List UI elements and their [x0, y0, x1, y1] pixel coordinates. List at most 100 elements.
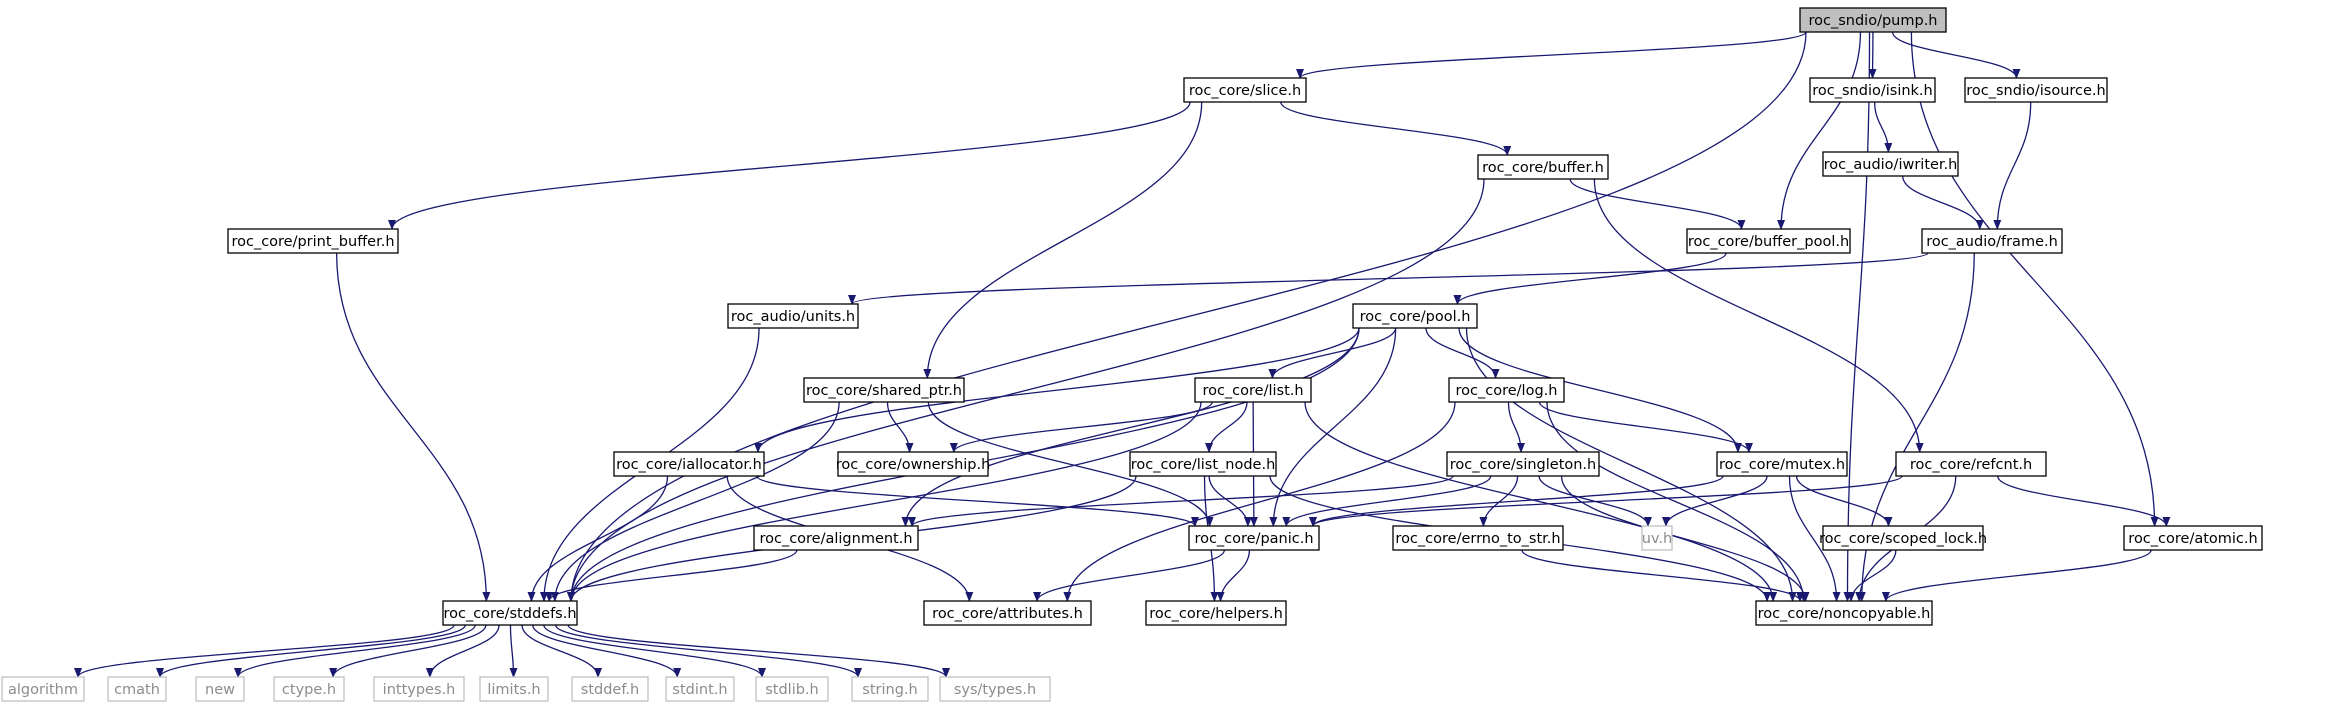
node-box: [442, 600, 578, 626]
node-mutex[interactable]: roc_core/mutex.h: [1716, 451, 1848, 477]
node-box: [613, 451, 765, 477]
edge-list-to-noncopyable: [1304, 401, 1778, 602]
node-label: roc_core/refcnt.h: [1910, 457, 2032, 473]
node-label: string.h: [862, 682, 917, 698]
edge-pump-to-buffer_pool: [1777, 31, 1862, 230]
edge-stddefs-to-systypes: [567, 624, 950, 678]
node-refcnt[interactable]: roc_core/refcnt.h: [1895, 451, 2047, 477]
node-list[interactable]: roc_core/list.h: [1194, 377, 1312, 403]
node-atomic[interactable]: roc_core/atomic.h: [2123, 525, 2263, 551]
node-box: [1448, 377, 1565, 403]
edge-singleton-to-panic: [1282, 475, 1492, 527]
node-stdlib: stdlib.h: [755, 676, 829, 702]
node-box: [1686, 228, 1851, 254]
edge-pool-to-list: [1268, 327, 1397, 379]
node-stddef: stddef.h: [571, 676, 649, 702]
node-panic[interactable]: roc_core/panic.h: [1188, 525, 1320, 551]
node-label: roc_core/shared_ptr.h: [806, 383, 962, 399]
edge-pool-to-panic: [1269, 327, 1397, 527]
edge-log-to-mutex: [1538, 401, 1753, 453]
node-label: cmath: [114, 682, 160, 698]
node-stdint: stdint.h: [665, 676, 735, 702]
node-label: ctype.h: [282, 682, 336, 698]
node-box: [571, 676, 649, 702]
edge-log-to-noncopyable: [1546, 401, 1808, 602]
node-box: [727, 303, 859, 329]
edge-singleton-to-errno_to_str: [1479, 475, 1519, 527]
node-alignment[interactable]: roc_core/alignment.h: [753, 525, 919, 551]
node-attributes[interactable]: roc_core/attributes.h: [923, 600, 1092, 626]
edge-panic-to-helpers: [1216, 549, 1251, 602]
node-buffer[interactable]: roc_core/buffer.h: [1477, 154, 1609, 180]
node-isink[interactable]: roc_sndio/isink.h: [1809, 77, 1936, 103]
node-label: roc_sndio/isource.h: [1966, 83, 2105, 99]
node-label: roc_core/log.h: [1456, 383, 1558, 399]
edge-shared_ptr-to-ownership: [886, 401, 914, 453]
edge-refcnt-to-atomic: [1996, 475, 2171, 527]
node-label: inttypes.h: [383, 682, 456, 698]
edge-pump-to-isource: [1891, 31, 2021, 79]
node-box: [1641, 525, 1673, 551]
edge-print_buffer-to-stddefs: [335, 252, 491, 602]
node-label: roc_core/errno_to_str.h: [1395, 531, 1560, 547]
node-shared-ptr[interactable]: roc_core/shared_ptr.h: [803, 377, 965, 403]
edge-mutex-to-noncopyable: [1788, 475, 1841, 602]
node-iwriter[interactable]: roc_audio/iwriter.h: [1822, 151, 1959, 177]
edge-iallocator-to-panic: [756, 475, 1199, 527]
node-stddefs[interactable]: roc_core/stddefs.h: [442, 600, 578, 626]
node-slice[interactable]: roc_core/slice.h: [1183, 77, 1307, 103]
node-label: sys/types.h: [954, 682, 1036, 698]
node-label: roc_core/attributes.h: [932, 606, 1083, 622]
node-systypes: sys/types.h: [939, 676, 1051, 702]
edge-slice-to-buffer: [1280, 101, 1512, 156]
node-print-buffer[interactable]: roc_core/print_buffer.h: [227, 228, 399, 254]
node-log[interactable]: roc_core/log.h: [1448, 377, 1565, 403]
node-box: [753, 525, 919, 551]
node-pump[interactable]: roc_sndio/pump.h: [1799, 7, 1947, 33]
edge-stddefs-to-new: [234, 624, 476, 678]
edge-iallocator-to-stddefs: [527, 475, 669, 602]
edge-atomic-to-noncopyable: [1881, 549, 2152, 602]
node-iallocator[interactable]: roc_core/iallocator.h: [613, 451, 765, 477]
node-label: roc_core/pool.h: [1360, 309, 1471, 325]
node-isource[interactable]: roc_sndio/isource.h: [1964, 77, 2108, 103]
edge-stddefs-to-ctype: [329, 624, 487, 678]
node-label: roc_core/iallocator.h: [616, 457, 762, 473]
node-label: roc_core/mutex.h: [1719, 457, 1845, 473]
node-label: roc_core/stddefs.h: [443, 606, 576, 622]
node-frame[interactable]: roc_audio/frame.h: [1921, 228, 2063, 254]
node-label: roc_core/print_buffer.h: [231, 234, 394, 250]
node-helpers[interactable]: roc_core/helpers.h: [1145, 600, 1287, 626]
edge-pool-to-log: [1425, 327, 1500, 379]
node-box: [1799, 7, 1947, 33]
node-label: algorithm: [8, 682, 78, 698]
node-box: [195, 676, 245, 702]
node-box: [1921, 228, 2063, 254]
node-box: [1446, 451, 1600, 477]
edge-shared_ptr-to-stddefs: [550, 401, 840, 602]
node-box: [2123, 525, 2263, 551]
node-cmath: cmath: [107, 676, 167, 702]
node-box: [1822, 525, 1984, 551]
node-pool[interactable]: roc_core/pool.h: [1352, 303, 1478, 329]
edge-stddefs-to-string: [554, 624, 862, 678]
edge-pump-to-stddefs: [567, 31, 1807, 602]
node-box: [1716, 451, 1848, 477]
node-list-node[interactable]: roc_core/list_node.h: [1129, 451, 1277, 477]
node-ownership[interactable]: roc_core/ownership.h: [836, 451, 991, 477]
node-singleton[interactable]: roc_core/singleton.h: [1446, 451, 1600, 477]
node-buffer-pool[interactable]: roc_core/buffer_pool.h: [1686, 228, 1851, 254]
node-noncopyable[interactable]: roc_core/noncopyable.h: [1755, 600, 1933, 626]
edge-isource-to-frame: [1993, 101, 2032, 230]
node-string: string.h: [851, 676, 929, 702]
node-units[interactable]: roc_audio/units.h: [727, 303, 859, 329]
edge-mutex-to-panic: [1309, 475, 1724, 527]
edge-panic-to-attributes: [1033, 549, 1226, 602]
node-label: roc_core/list.h: [1202, 383, 1303, 399]
node-scoped-lock[interactable]: roc_core/scoped_lock.h: [1819, 525, 1987, 551]
edge-buffer-to-refcnt: [1593, 178, 1924, 453]
edge-list_node-to-panic: [1208, 475, 1252, 527]
edge-pump-to-slice: [1296, 31, 1807, 79]
edge-stddefs-to-limits: [509, 624, 518, 678]
node-errno-to-str[interactable]: roc_core/errno_to_str.h: [1392, 525, 1564, 551]
